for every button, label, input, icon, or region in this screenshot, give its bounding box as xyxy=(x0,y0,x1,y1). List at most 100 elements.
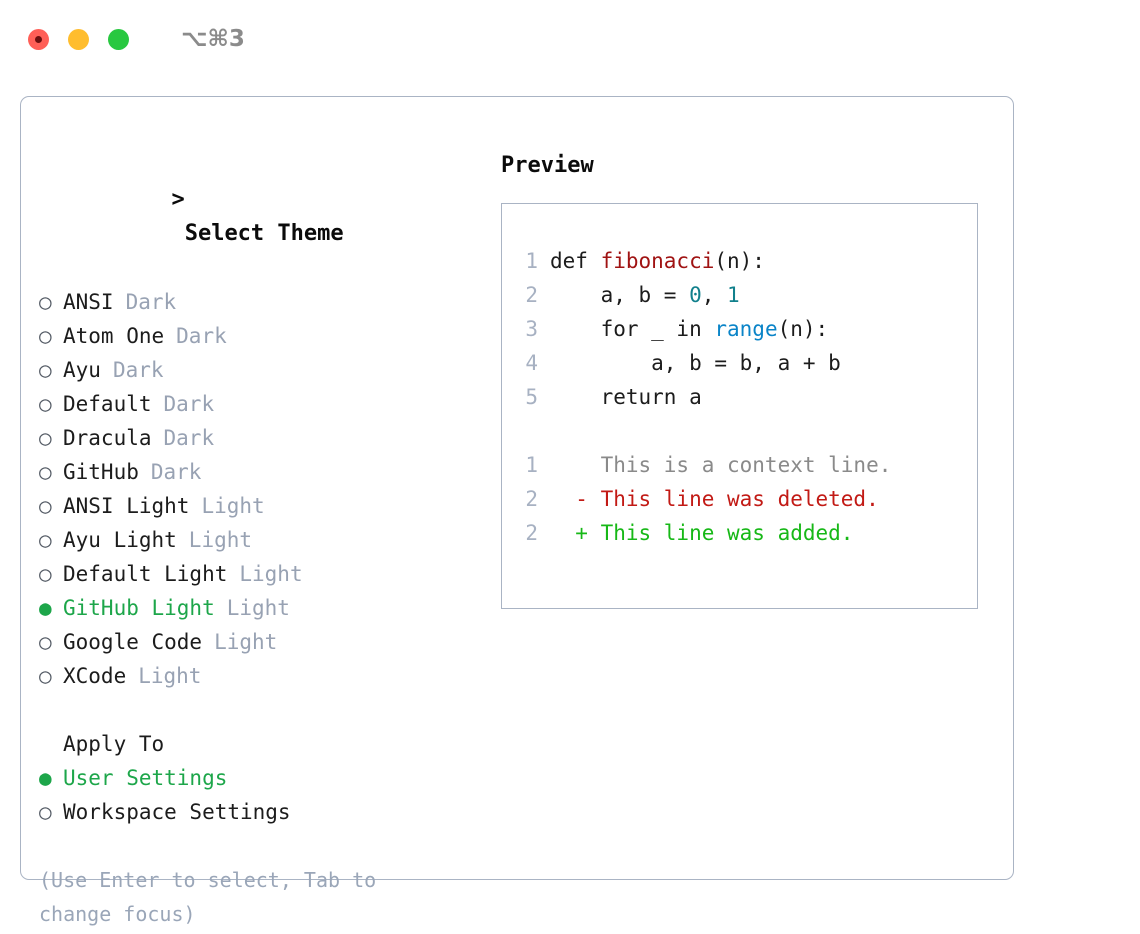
radio-unselected-icon: ○ xyxy=(39,358,52,382)
apply-option-workspace-settings[interactable]: ○ Workspace Settings xyxy=(39,795,489,829)
theme-option-ansi-light[interactable]: ○ ANSI Light Light xyxy=(39,489,489,523)
theme-option-default[interactable]: ○ Default Dark xyxy=(39,387,489,421)
code-token: a, b = b, a + b xyxy=(550,351,841,375)
diff-line-add: 2 + This line was added. xyxy=(512,516,971,550)
theme-option-ayu-light[interactable]: ○ Ayu Light Light xyxy=(39,523,489,557)
code-line: 3 for _ in range(n): xyxy=(512,312,971,346)
option-tag: Light xyxy=(201,494,265,518)
radio-unselected-icon: ○ xyxy=(39,426,52,450)
code-token: 1 xyxy=(727,283,740,307)
preview-heading: Preview xyxy=(501,153,594,178)
line-number: 2 xyxy=(525,521,538,545)
code-token: fibonacci xyxy=(600,249,715,273)
window-controls xyxy=(28,28,129,50)
code-token: (n): xyxy=(777,317,829,341)
line-number: 4 xyxy=(525,351,538,375)
radio-unselected-icon: ○ xyxy=(39,290,52,314)
diff-line-ctx: 1 This is a context line. xyxy=(512,448,971,482)
option-tag: Light xyxy=(188,528,253,552)
radio-unselected-icon: ○ xyxy=(39,562,52,586)
line-number: 1 xyxy=(525,249,538,273)
code-token: (n): xyxy=(714,249,765,273)
radio-unselected-icon: ○ xyxy=(39,800,52,824)
option-label: Google Code xyxy=(63,630,203,654)
radio-selected-icon: ● xyxy=(39,766,52,790)
radio-unselected-icon: ○ xyxy=(39,664,52,688)
option-label: Ayu xyxy=(63,358,101,382)
option-label: Default Light xyxy=(63,562,228,586)
code-token: return a xyxy=(550,385,702,409)
option-tag: Dark xyxy=(163,426,215,450)
option-tag: Light xyxy=(239,562,303,586)
option-tag: Dark xyxy=(176,324,227,348)
diff-text: + This line was added. xyxy=(550,521,854,545)
radio-unselected-icon: ○ xyxy=(39,324,52,348)
theme-option-ayu[interactable]: ○ Ayu Dark xyxy=(39,353,489,387)
line-number: 3 xyxy=(525,317,538,341)
code-token: , xyxy=(701,283,728,307)
radio-selected-icon: ● xyxy=(39,596,52,620)
radio-unselected-icon: ○ xyxy=(39,630,52,654)
option-label: XCode xyxy=(63,664,127,688)
option-label: Default xyxy=(63,392,152,416)
code-token: range xyxy=(714,317,778,341)
code-spacer xyxy=(512,414,971,448)
diff-text: - This line was deleted. xyxy=(550,487,879,511)
option-label: Workspace Settings xyxy=(63,800,291,824)
radio-unselected-icon: ○ xyxy=(39,460,52,484)
line-number: 5 xyxy=(525,385,538,409)
option-tag: Light xyxy=(214,630,278,654)
minimize-button[interactable] xyxy=(68,28,89,50)
theme-option-default-light[interactable]: ○ Default Light Light xyxy=(39,557,489,591)
apply-to-heading: Apply To xyxy=(63,732,165,756)
apply-to-section: Apply To ● User Settings ○ Workspace Settin… xyxy=(39,727,489,829)
radio-unselected-icon: ○ xyxy=(39,494,52,518)
diff-sample: 1 This is a context line.2 - This line w… xyxy=(512,448,971,550)
close-button[interactable] xyxy=(28,28,49,50)
option-tag: Dark xyxy=(125,290,177,314)
code-line: 5 return a xyxy=(512,380,971,414)
apply-option-user-settings[interactable]: ● User Settings xyxy=(39,761,489,795)
line-number: 2 xyxy=(525,283,538,307)
option-tag: Dark xyxy=(150,460,202,484)
code-token: for _ in xyxy=(550,317,715,341)
apply-to-option-list: ● User Settings ○ Workspace Settings xyxy=(39,761,489,829)
option-label: GitHub Light xyxy=(63,596,215,620)
title-bar: ⌥⌘3 xyxy=(0,0,1140,78)
keyboard-hint-text: (Use Enter to select, Tab to change focu… xyxy=(39,868,389,926)
option-label: Ayu Light xyxy=(63,528,177,552)
code-token: def xyxy=(550,249,601,273)
select-theme-title xyxy=(171,221,184,246)
diff-line-del: 2 - This line was deleted. xyxy=(512,482,971,516)
code-token: a, b = xyxy=(550,283,690,307)
code-line: 4 a, b = b, a + b xyxy=(512,346,971,380)
maximize-button[interactable] xyxy=(108,28,129,50)
code-line: 2 a, b = 0, 1 xyxy=(512,278,971,312)
theme-option-google-code[interactable]: ○ Google Code Light xyxy=(39,625,489,659)
option-tag: Dark xyxy=(112,358,164,382)
option-tag: Dark xyxy=(163,392,215,416)
option-tag: Light xyxy=(138,664,202,688)
option-label: Atom One xyxy=(63,324,165,348)
code-line: 1 def fibonacci(n): xyxy=(512,244,971,278)
theme-option-xcode[interactable]: ○ XCode Light xyxy=(39,659,489,693)
line-number: 1 xyxy=(525,453,538,477)
option-label: ANSI Light xyxy=(63,494,190,518)
option-label: User Settings xyxy=(63,766,228,790)
select-theme-label: Select Theme xyxy=(184,221,344,246)
theme-option-atom-one[interactable]: ○ Atom One Dark xyxy=(39,319,489,353)
radio-unselected-icon: ○ xyxy=(39,528,52,552)
radio-unselected-icon: ○ xyxy=(39,392,52,416)
diff-text: This is a context line. xyxy=(550,453,892,477)
